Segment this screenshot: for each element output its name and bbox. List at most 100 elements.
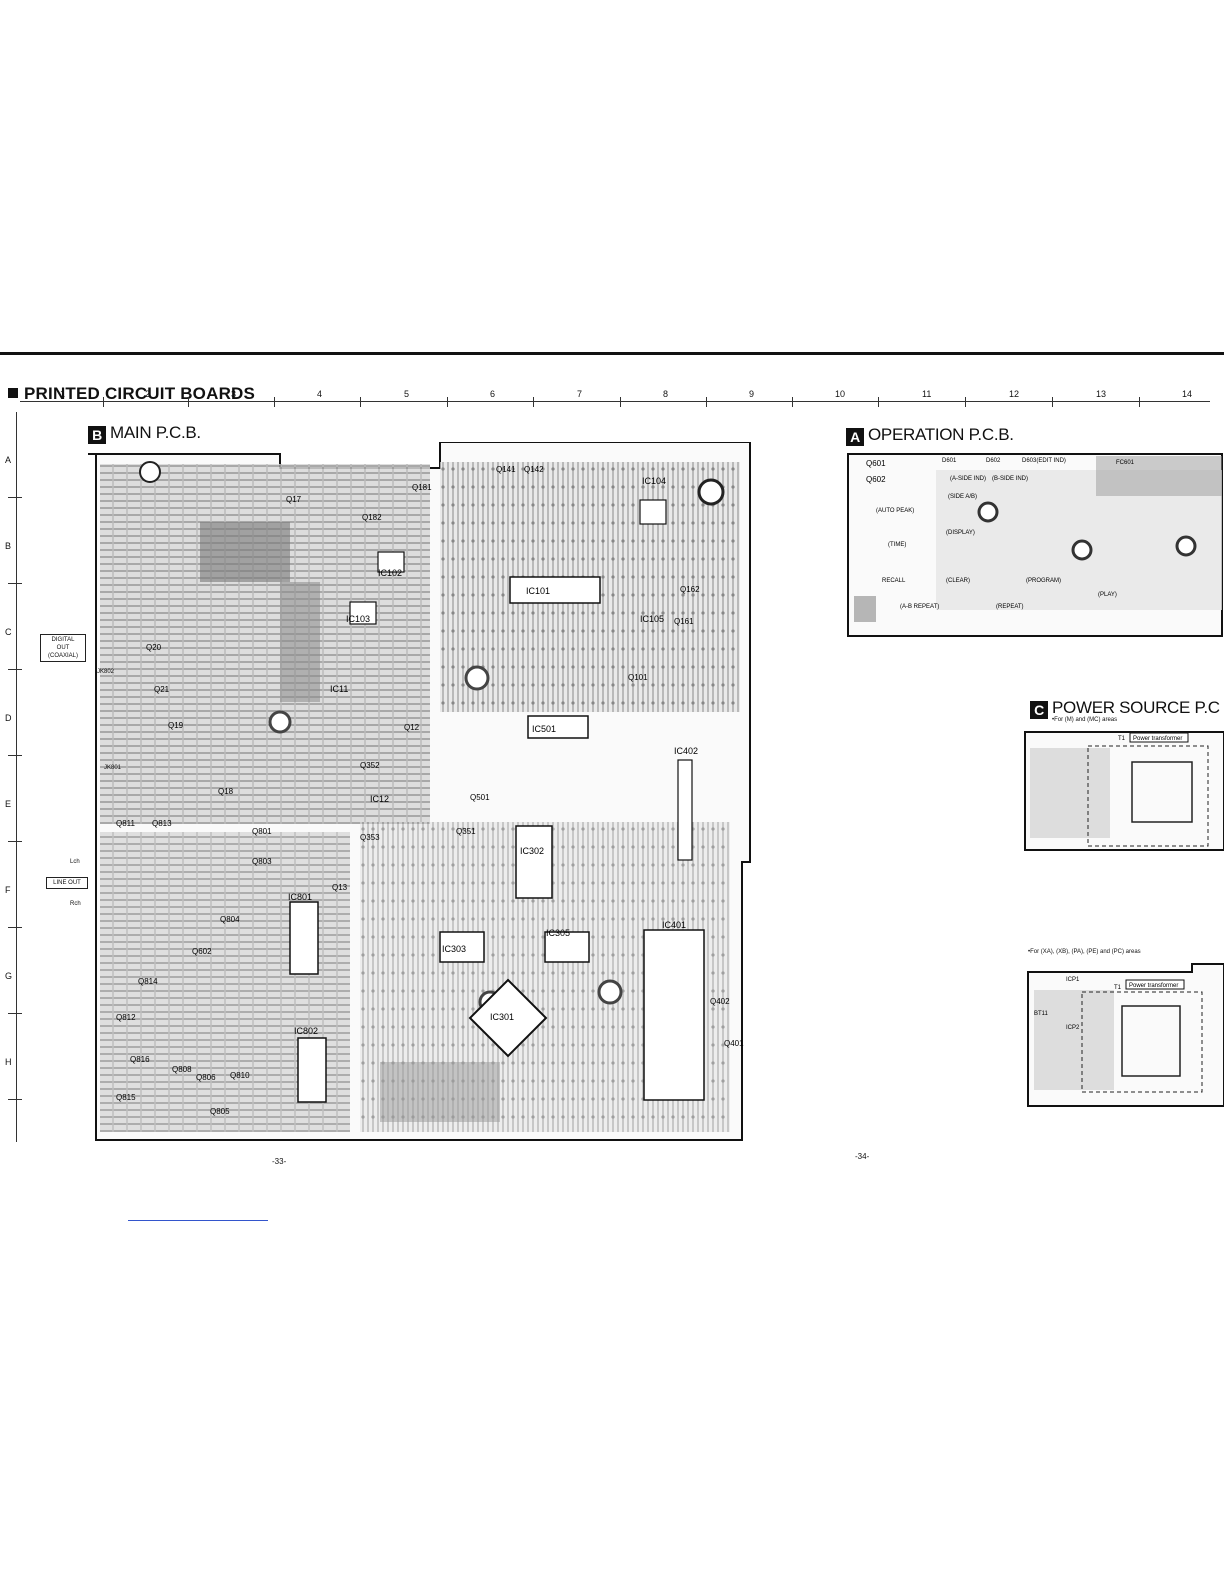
operation-label: (REPEAT) xyxy=(996,604,1024,610)
lch-label: Lch xyxy=(70,859,80,865)
component-label-q101: Q101 xyxy=(628,673,648,682)
component-label-q816: Q816 xyxy=(130,1055,150,1064)
component-label-q181: Q181 xyxy=(412,483,432,492)
component-label-q12: Q12 xyxy=(404,723,420,732)
svg-text:T1: T1 xyxy=(1114,985,1122,991)
component-label-q401: Q401 xyxy=(724,1039,744,1048)
operation-label: RECALL xyxy=(882,578,906,584)
grid-col-14: 14 xyxy=(1182,389,1193,399)
component-label-q815: Q815 xyxy=(116,1093,136,1102)
scan-artifact-line xyxy=(128,1220,268,1221)
grid-row-ruler xyxy=(16,412,17,1142)
grid-col-3: 3 xyxy=(231,389,237,399)
component-label-q402: Q402 xyxy=(710,997,730,1006)
operation-pcb-badge: A xyxy=(846,428,864,446)
line-out-label: LINE OUT xyxy=(46,877,88,889)
component-label-q803: Q803 xyxy=(252,857,272,866)
grid-col-tick xyxy=(1052,397,1053,407)
power-note-top: •For (M) and (MC) areas xyxy=(1052,717,1118,723)
grid-col-tick xyxy=(878,397,879,407)
component-label-q805: Q805 xyxy=(210,1107,230,1116)
svg-text:Power transformer: Power transformer xyxy=(1129,983,1178,989)
component-label-q811: Q811 xyxy=(116,819,136,828)
svg-text:Power transformer: Power transformer xyxy=(1133,736,1182,742)
grid-row-tick xyxy=(8,1099,22,1100)
grid-col-tick xyxy=(274,397,275,407)
component-label-q813: Q813 xyxy=(152,819,172,828)
grid-row-tick xyxy=(8,755,22,756)
operation-label: D601 xyxy=(942,458,957,464)
component-label-q806: Q806 xyxy=(196,1073,216,1082)
power-pcb-board-x: ICP1 ICP2 BT11 T1 Power transformer xyxy=(1027,963,1224,1107)
component-label-ic303: IC303 xyxy=(442,944,466,954)
operation-label: (A-B REPEAT) xyxy=(900,604,939,610)
component-label-q810: Q810 xyxy=(230,1071,250,1080)
operation-label: (PLAY) xyxy=(1098,592,1117,598)
component-label-ic103: IC103 xyxy=(346,614,370,624)
component-label-ic12: IC12 xyxy=(370,794,389,804)
component-label-q602: Q602 xyxy=(192,947,212,956)
component-label-ic11: IC11 xyxy=(330,684,348,694)
grid-col-12: 12 xyxy=(1009,389,1020,399)
component-label-ic402: IC402 xyxy=(674,746,698,756)
component-label-q19: Q19 xyxy=(168,721,184,730)
component-label-q352: Q352 xyxy=(360,761,380,770)
digital-out-label: DIGITAL OUT (COAXIAL) xyxy=(40,634,86,662)
component-label-ic301: IC301 xyxy=(490,1012,514,1022)
svg-text:T1: T1 xyxy=(1118,736,1126,742)
grid-col-4: 4 xyxy=(317,389,323,399)
grid-col-tick xyxy=(360,397,361,407)
operation-label: (SIDE A/B) xyxy=(948,494,977,500)
grid-row-tick xyxy=(8,669,22,670)
component-label-ic104: IC104 xyxy=(642,476,666,486)
grid-col-tick xyxy=(188,397,189,407)
operation-label: (DISPLAY) xyxy=(946,530,975,536)
grid-row-C: C xyxy=(5,627,12,637)
grid-col-13: 13 xyxy=(1096,389,1107,399)
grid-col-2: 2 xyxy=(145,389,151,399)
component-label-ic101: IC101 xyxy=(526,586,550,596)
operation-label: (PROGRAM) xyxy=(1026,578,1061,584)
grid-col-tick xyxy=(792,397,793,407)
grid-row-D: D xyxy=(5,713,12,723)
component-label-q161: Q161 xyxy=(674,617,694,626)
main-pcb-board: IC104IC102IC103IC101IC105IC11IC501IC402I… xyxy=(88,442,751,1141)
jk802-label: JK802 xyxy=(97,669,115,675)
operation-label: (CLEAR) xyxy=(946,578,970,584)
component-label-q501: Q501 xyxy=(470,793,490,802)
grid-row-G: G xyxy=(5,971,13,981)
grid-col-tick xyxy=(1139,397,1140,407)
component-label-ic501: IC501 xyxy=(532,724,556,734)
operation-label: (AUTO PEAK) xyxy=(876,508,914,514)
grid-col-tick xyxy=(533,397,534,407)
svg-text:ICP1: ICP1 xyxy=(1066,977,1080,983)
operation-label: Q601 xyxy=(866,459,886,468)
rch-label: Rch xyxy=(70,901,81,907)
grid-col-tick xyxy=(706,397,707,407)
component-label-q814: Q814 xyxy=(138,977,158,986)
power-note-bottom: •For (XA), (XB), (PA), (PE) and (PC) are… xyxy=(1028,949,1141,955)
grid-row-F: F xyxy=(5,885,11,895)
grid-col-tick xyxy=(620,397,621,407)
jk801-label: JK801 xyxy=(104,765,122,771)
grid-col-7: 7 xyxy=(577,389,583,399)
component-label-q13: Q13 xyxy=(332,883,348,892)
power-pcb-board-m: T1 Power transformer xyxy=(1024,731,1224,851)
grid-col-tick xyxy=(103,397,104,407)
grid-row-tick xyxy=(8,583,22,584)
grid-col-1: 1 xyxy=(60,389,66,399)
operation-label: (A-SIDE IND) xyxy=(950,476,986,482)
component-label-ic802: IC802 xyxy=(294,1026,318,1036)
grid-row-A: A xyxy=(5,455,12,465)
operation-label: D602 xyxy=(986,458,1001,464)
component-label-q20: Q20 xyxy=(146,643,162,652)
component-label-q812: Q812 xyxy=(116,1013,136,1022)
grid-col-6: 6 xyxy=(490,389,496,399)
component-label-q182: Q182 xyxy=(362,513,382,522)
operation-label: (B-SIDE IND) xyxy=(992,476,1028,482)
component-label-q801: Q801 xyxy=(252,827,272,836)
grid-ruler xyxy=(20,401,1210,402)
grid-row-H: H xyxy=(5,1057,12,1067)
